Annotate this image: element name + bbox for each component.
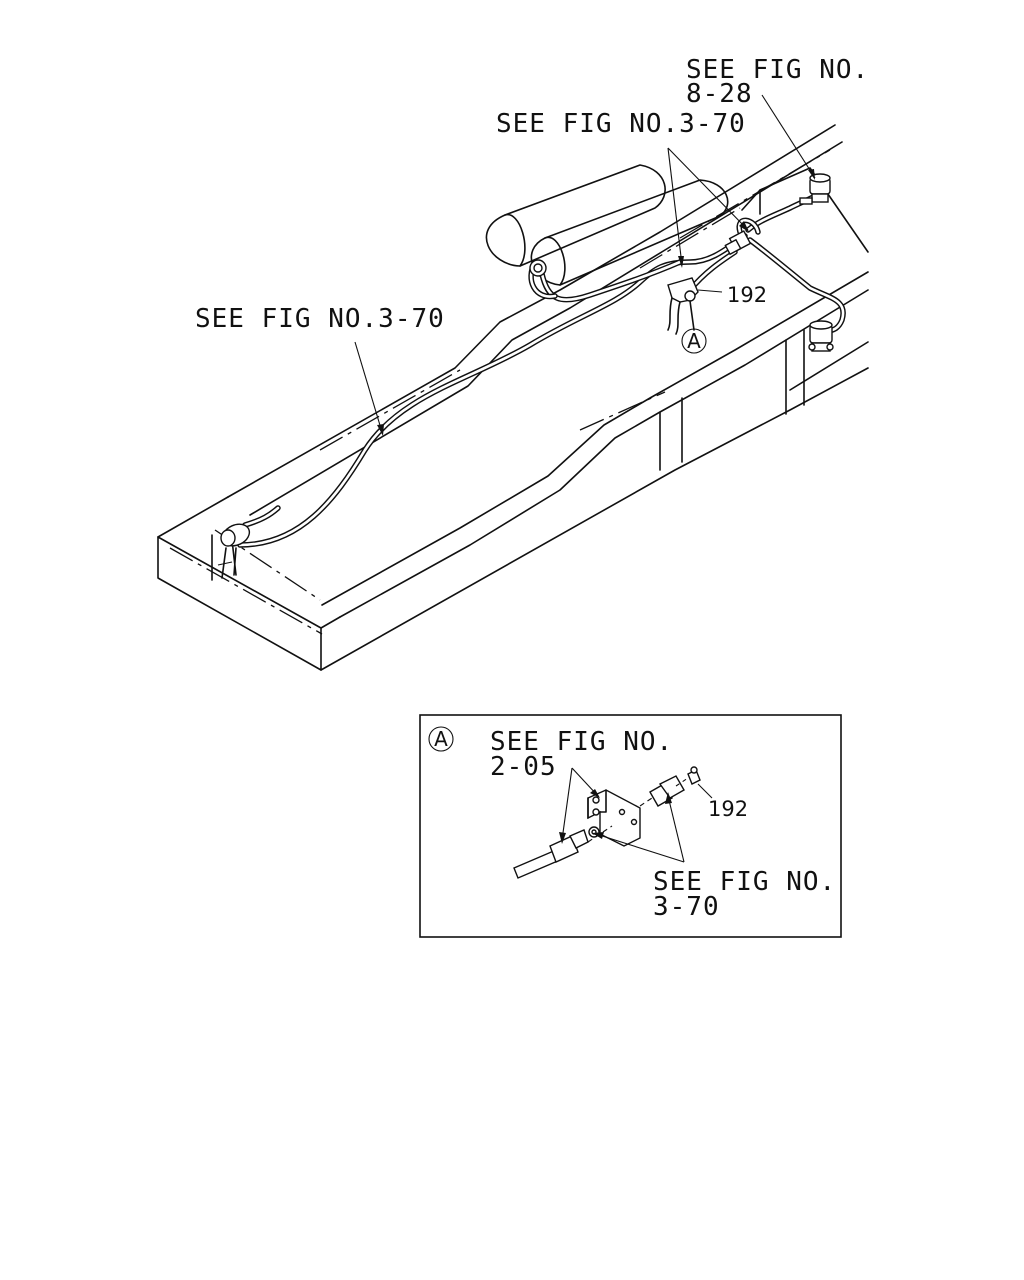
pressure-sensor-bracket bbox=[667, 277, 699, 335]
detail-part-number-192: 192 bbox=[708, 797, 748, 821]
detail-callout-2-05-line2: 2-05 bbox=[490, 752, 557, 782]
detail-marker-a-label: A bbox=[687, 329, 701, 353]
part-number-192: 192 bbox=[727, 283, 767, 307]
upper-right-valve bbox=[799, 173, 831, 205]
air-tank bbox=[485, 164, 729, 286]
callout-fig-3-70-left: SEE FIG NO.3-70 bbox=[195, 304, 445, 334]
detail-view-marker: A bbox=[428, 726, 454, 752]
callout-leaders bbox=[354, 94, 816, 436]
detail-callout-3-70-line1: SEE FIG NO. bbox=[653, 867, 836, 897]
detail-sensor-fitting bbox=[639, 766, 701, 807]
callout-fig-8-28-line1: SEE FIG NO. bbox=[686, 55, 869, 85]
detail-view-a: A SEE FIG NO. 2-05 SEE FIG NO. 3-70 192 bbox=[419, 714, 842, 938]
air-pipe-assembly bbox=[237, 193, 846, 548]
front-valve bbox=[217, 523, 251, 579]
tank-fitting bbox=[529, 259, 547, 277]
callout-fig-8-28-line2: 8-28 bbox=[686, 79, 753, 109]
tee-fitting bbox=[724, 230, 752, 256]
lower-right-valve bbox=[808, 320, 834, 352]
detail-marker-a: A bbox=[681, 328, 707, 354]
detail-callout-2-05-line1: SEE FIG NO. bbox=[490, 727, 673, 757]
detail-pipe-fitting bbox=[513, 825, 613, 879]
detail-view-marker-label: A bbox=[434, 727, 448, 751]
callout-fig-3-70-top: SEE FIG NO.3-70 bbox=[496, 109, 746, 139]
detail-bracket bbox=[587, 789, 641, 847]
detail-callout-3-70-line2: 3-70 bbox=[653, 892, 720, 922]
frame-rail bbox=[157, 124, 869, 671]
